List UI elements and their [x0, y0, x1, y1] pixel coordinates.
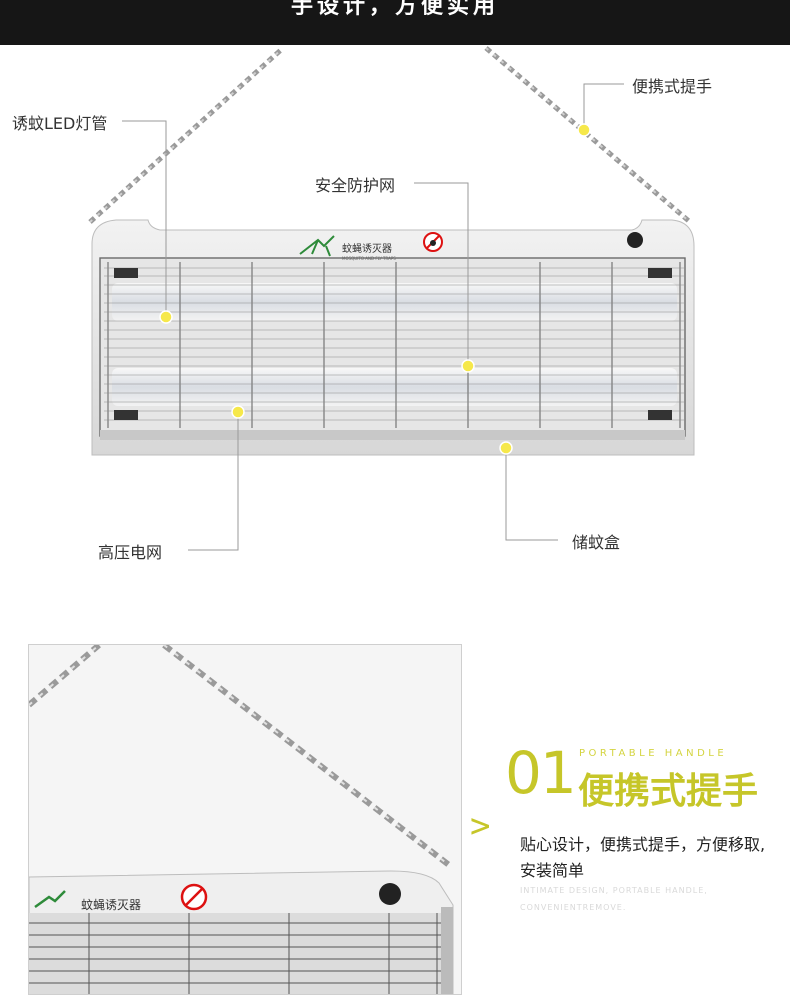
chevron-right-icon: > — [470, 806, 491, 846]
callout-safety-net: 安全防护网 — [315, 176, 396, 195]
feature-title: 便携式提手 — [578, 771, 759, 812]
callout-dots — [159, 123, 591, 455]
feature-description: 贴心设计，便携式提手，方便移取,安装简单 — [520, 835, 766, 880]
banner-title: 手设计，方便实用 — [290, 0, 499, 19]
device-label: 蚊蝇诱灭器 — [342, 242, 392, 255]
callout-collection-box: 储蚊盒 — [572, 533, 621, 552]
callout-leaders — [122, 83, 624, 551]
closeup-device-label: 蚊蝇诱灭器 — [81, 897, 141, 912]
led-tube-dot — [159, 310, 173, 324]
callout-high-voltage-grid: 高压电网 — [98, 543, 163, 562]
device-diagram: 蚊蝇诱灭器 MOSQUITO AND FLY TRAPS — [88, 46, 695, 551]
top-banner: 手设计，方便实用 — [0, 0, 790, 45]
feature-english-description: INTIMATE DESIGN, PORTABLE HANDLE, CONVEN… — [520, 886, 708, 912]
grid-dot — [231, 405, 245, 419]
box-dot — [499, 441, 513, 455]
device-body — [91, 219, 695, 456]
callout-handle: 便携式提手 — [632, 77, 713, 96]
safety-net-dot — [461, 359, 475, 373]
device-logo — [299, 232, 443, 257]
handle-closeup-photo: 蚊蝇诱灭器 — [28, 644, 462, 995]
handle-dot — [577, 123, 591, 137]
callout-led-tube: 诱蚊LED灯管 — [12, 114, 108, 133]
feature-english-title: PORTABLE HANDLE — [579, 748, 728, 759]
device-sublabel: MOSQUITO AND FLY TRAPS — [342, 256, 396, 261]
feature-number: 01 — [505, 739, 577, 807]
closeup-drawing: 蚊蝇诱灭器 — [29, 645, 454, 994]
